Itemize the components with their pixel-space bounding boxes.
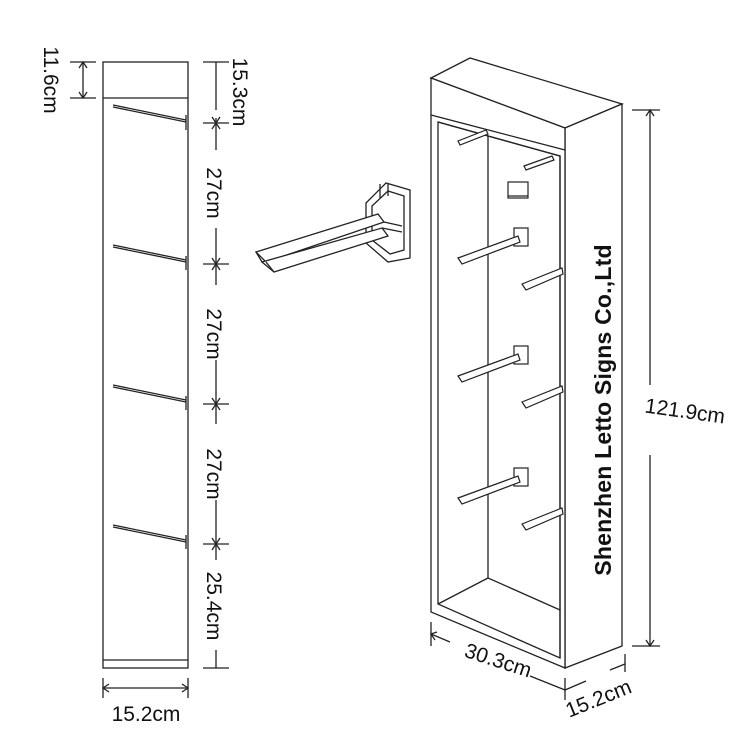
front-hook-2 <box>523 155 555 171</box>
front-hooks <box>457 129 564 531</box>
front-hook-3 <box>457 227 529 265</box>
side-hook-4 <box>112 524 187 549</box>
side-hook-1 <box>112 104 187 130</box>
front-hook-1 <box>457 129 489 146</box>
hook-arm-lower <box>260 227 390 273</box>
cabinet-front-frame <box>430 77 566 669</box>
brand-watermark: Shenzhen Letto Signs Co.,Ltd <box>590 244 616 575</box>
gap-2-label: 27cm <box>202 167 225 218</box>
gap-4-label: 27cm <box>202 448 225 499</box>
front-hook-7 <box>457 467 529 505</box>
hook-detail <box>254 182 411 273</box>
front-hook-8 <box>521 507 564 531</box>
depth-label: 15.2cm <box>562 675 634 722</box>
gap-3-label: 27cm <box>202 308 225 359</box>
front-hook-4 <box>521 267 564 291</box>
price-holder <box>507 181 529 199</box>
height-label: 121.9cm <box>643 395 726 429</box>
last-gap-label: 25.4cm <box>202 572 225 641</box>
depth-dimension-line <box>564 654 626 691</box>
front-hook-6 <box>521 385 564 409</box>
side-hook-2 <box>112 244 187 270</box>
spacing-dimension-chain <box>203 61 229 669</box>
width-dimension-line <box>429 622 566 700</box>
side-panel-outline <box>102 61 189 669</box>
header-panel-line <box>430 114 566 151</box>
height-dimension-line <box>632 108 660 648</box>
side-hook-3 <box>112 384 187 410</box>
side-depth-dimension-line <box>101 678 190 698</box>
front-hook-5 <box>457 345 529 383</box>
first-gap-label: 15.3cm <box>228 58 251 127</box>
top-cap-dimension-line <box>70 60 96 100</box>
top-cap-label: 11.6cm <box>39 46 62 113</box>
side-view <box>70 60 229 698</box>
side-depth-label: 15.2cm <box>112 703 181 726</box>
